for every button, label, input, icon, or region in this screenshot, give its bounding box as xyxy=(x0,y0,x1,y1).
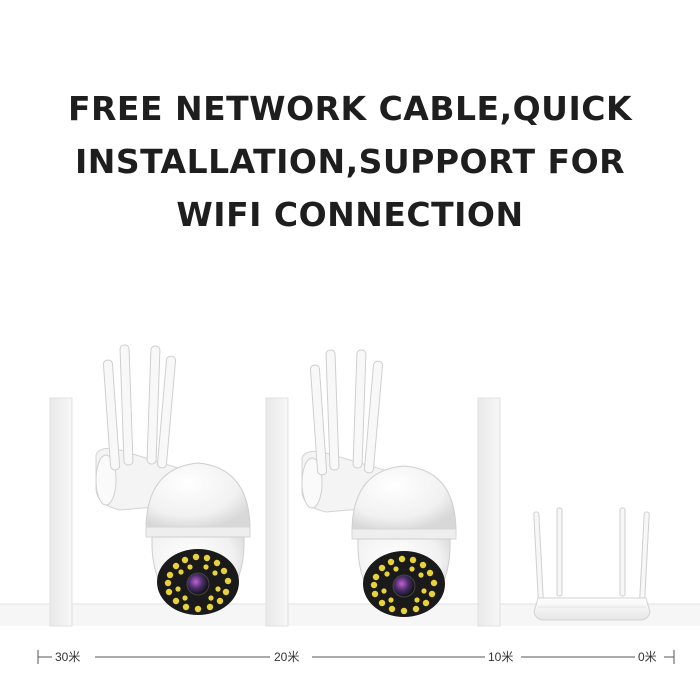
antenna-icon xyxy=(309,349,384,476)
ptz-camera-2 xyxy=(301,349,457,617)
distance-label-30m: 30米 xyxy=(55,650,80,664)
distance-label-10m: 10米 xyxy=(488,650,513,664)
wall-1 xyxy=(49,397,73,627)
router-antenna-icon xyxy=(533,507,650,601)
antenna-icon xyxy=(102,344,177,471)
camera-lens-icon xyxy=(392,574,416,598)
distance-label-20m: 20米 xyxy=(274,650,299,664)
ptz-camera-1 xyxy=(95,344,251,615)
distance-label-0m: 0米 xyxy=(638,650,657,664)
floor-ledge xyxy=(0,604,700,626)
headline: FREE NETWORK CABLE,QUICK INSTALLATION,SU… xyxy=(0,82,700,241)
wifi-router xyxy=(533,507,651,621)
wall-2 xyxy=(265,397,289,627)
camera-lens-icon xyxy=(186,572,210,596)
headline-line-3: WIFI CONNECTION xyxy=(176,195,524,234)
headline-line-2: INSTALLATION,SUPPORT FOR xyxy=(74,142,626,181)
wall-3 xyxy=(477,397,501,627)
distance-ruler xyxy=(37,650,675,664)
headline-line-1: FREE NETWORK CABLE,QUICK xyxy=(67,89,633,128)
